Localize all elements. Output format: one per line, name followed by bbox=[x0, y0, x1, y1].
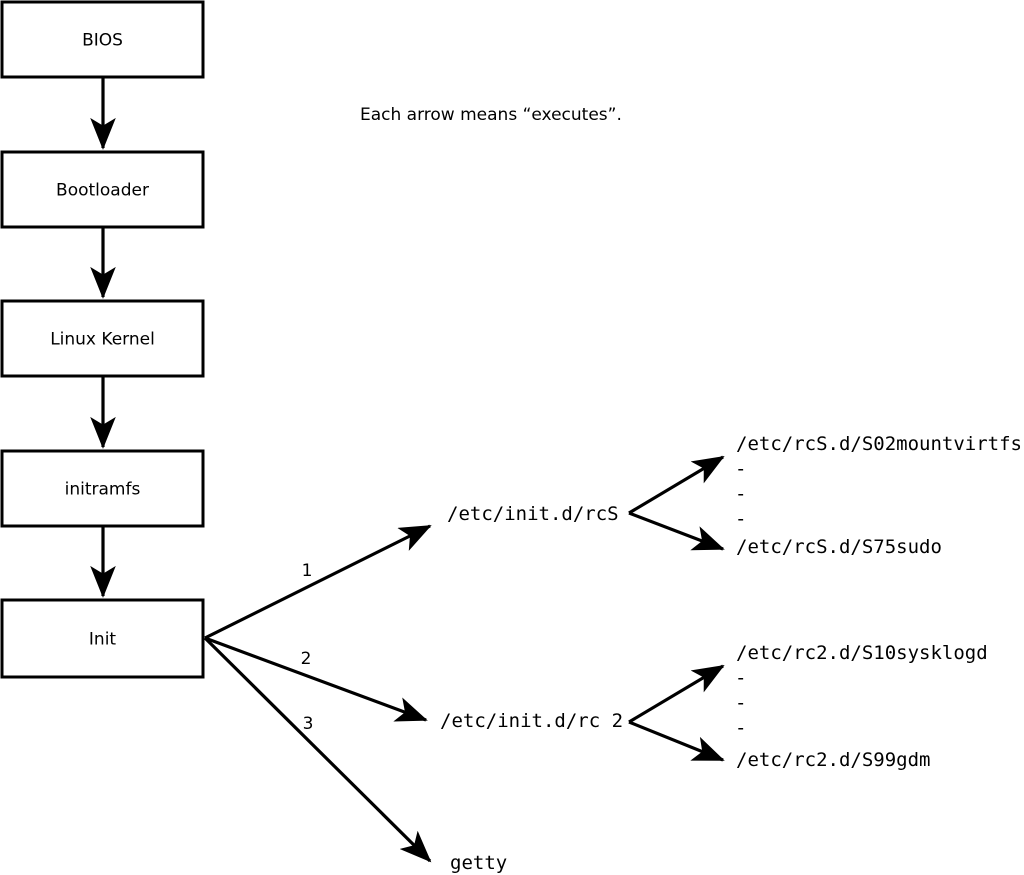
rcs-last-script-label[interactable]: /etc/rcS.d/S75sudo bbox=[736, 536, 942, 558]
target-label-getty[interactable]: getty bbox=[450, 852, 507, 874]
branch-number-1: 1 bbox=[302, 561, 313, 581]
arrow-rc2-to-first-script bbox=[628, 664, 725, 724]
arrow-init-to-rc2 bbox=[204, 636, 428, 722]
node-label: Init bbox=[89, 630, 117, 650]
node-label: BIOS bbox=[82, 31, 123, 51]
arrow-rc2-to-last-script bbox=[628, 720, 725, 762]
rc2-ellipsis-dash-1: - bbox=[735, 667, 746, 689]
node-initramfs[interactable]: initramfs bbox=[0, 449, 205, 528]
rcs-ellipsis-dash-1: - bbox=[735, 458, 746, 480]
branch-targets: /etc/init.d/rcS /etc/init.d/rc 2 getty bbox=[440, 503, 623, 874]
node-box-rect bbox=[0, 449, 205, 528]
rc2-ellipsis-dash-3: - bbox=[735, 717, 746, 739]
node-init[interactable]: Init bbox=[0, 598, 205, 679]
rc2-first-script-label[interactable]: /etc/rc2.d/S10sysklogd bbox=[736, 642, 988, 664]
arrow-init-to-rcs bbox=[204, 524, 432, 640]
rcs-subtree: /etc/rcS.d/S02mountvirtfs /etc/rcS.d/S75… bbox=[628, 433, 1022, 558]
rcs-ellipsis-dash-3: - bbox=[735, 508, 746, 530]
chain-boxes: BIOS Bootloader Linux Kernel initramfs I… bbox=[0, 0, 205, 679]
node-label: Bootloader bbox=[56, 181, 149, 201]
node-label: initramfs bbox=[65, 480, 141, 500]
node-box-rect bbox=[0, 299, 205, 378]
init-fanout-arrows bbox=[203, 524, 432, 863]
target-label-rcs[interactable]: /etc/init.d/rcS bbox=[447, 503, 619, 525]
node-linux-kernel[interactable]: Linux Kernel bbox=[0, 299, 205, 378]
rcs-first-script-label[interactable]: /etc/rcS.d/S02mountvirtfs bbox=[736, 433, 1022, 455]
branch-numbers: 1 2 3 bbox=[301, 561, 314, 734]
rc2-subtree: /etc/rc2.d/S10sysklogd /etc/rc2.d/S99gdm… bbox=[628, 642, 988, 771]
branch-number-3: 3 bbox=[303, 714, 314, 734]
node-box-rect bbox=[0, 0, 205, 79]
rc2-ellipsis-dash-2: - bbox=[735, 692, 746, 714]
node-box-rect bbox=[0, 598, 205, 679]
node-label: Linux Kernel bbox=[50, 330, 155, 350]
target-label-rc2[interactable]: /etc/init.d/rc 2 bbox=[440, 710, 623, 732]
rc2-last-script-label[interactable]: /etc/rc2.d/S99gdm bbox=[736, 749, 930, 771]
arrow-rcs-to-first-script bbox=[628, 455, 725, 515]
arrow-rcs-to-last-script bbox=[628, 511, 725, 551]
diagram-caption: Each arrow means “executes”. bbox=[360, 105, 622, 125]
rcs-ellipsis-dash-2: - bbox=[735, 483, 746, 505]
arrow-init-to-getty bbox=[203, 636, 432, 863]
node-bootloader[interactable]: Bootloader bbox=[0, 150, 205, 229]
branch-number-2: 2 bbox=[301, 649, 312, 669]
node-bios[interactable]: BIOS bbox=[0, 0, 205, 79]
